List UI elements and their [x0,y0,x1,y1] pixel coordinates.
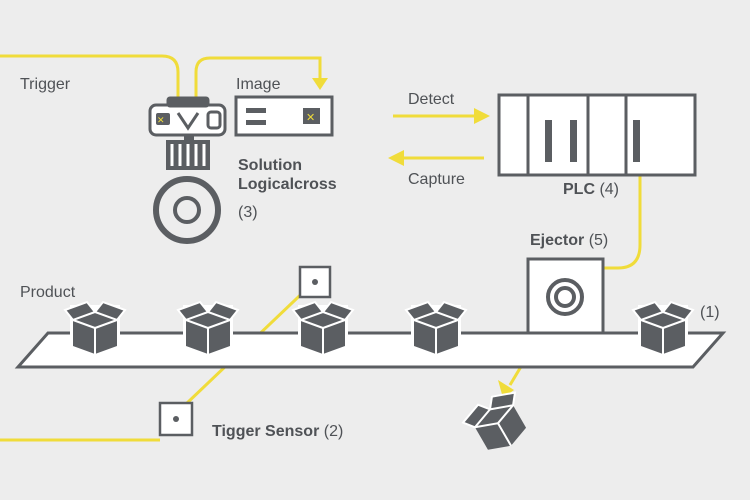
plc-ejector-line [604,174,642,270]
ejector-label: Ejector (5) [530,233,608,249]
plc-name: PLC [563,181,595,198]
sensor-number: (2) [323,423,344,440]
sensor-label: Tigger Sensor (2) [212,424,343,440]
box-icon [177,301,239,360]
arrowheads [312,78,514,398]
trigger-label: Trigger [20,76,71,93]
solution-label-line1: Solution [238,157,302,174]
box-icon [632,301,694,360]
capture-arrowhead [388,150,404,166]
capture-label: Capture [408,171,465,188]
eject-arrowhead [498,380,514,398]
svg-text:✕: ✕ [157,115,165,125]
plc-icon [497,93,697,177]
product-label: Product [20,284,76,301]
image-line [194,56,322,110]
product-number: (1) [700,304,720,321]
detect-arrowhead [474,108,490,124]
image-label: Image [236,76,281,93]
camera-icon: ✕ [148,96,227,170]
box-icon [64,301,126,360]
plc-label: PLC (4) [563,182,619,198]
image-arrowhead [312,78,328,90]
solution-label-line2: Logicalcross [238,176,337,193]
box-icon [292,301,354,360]
ejected-box-icon [458,384,538,462]
processor-unit-icon: ✕ [234,95,334,137]
solution-number: (3) [238,204,258,221]
svg-text:✕: ✕ [306,112,315,124]
sensor-icon [298,265,332,299]
ejector-name: Ejector [530,232,585,249]
sensor-icon [158,401,194,437]
lens-icon [153,176,221,244]
plc-number: (4) [599,181,620,198]
sensor-name: Tigger Sensor [212,423,320,440]
conveyor-belt [14,331,727,369]
trigger-line [0,54,180,110]
box-icon [405,301,467,360]
ejector-number: (5) [588,232,609,249]
detect-label: Detect [408,91,455,108]
ejector-icon [526,257,605,336]
